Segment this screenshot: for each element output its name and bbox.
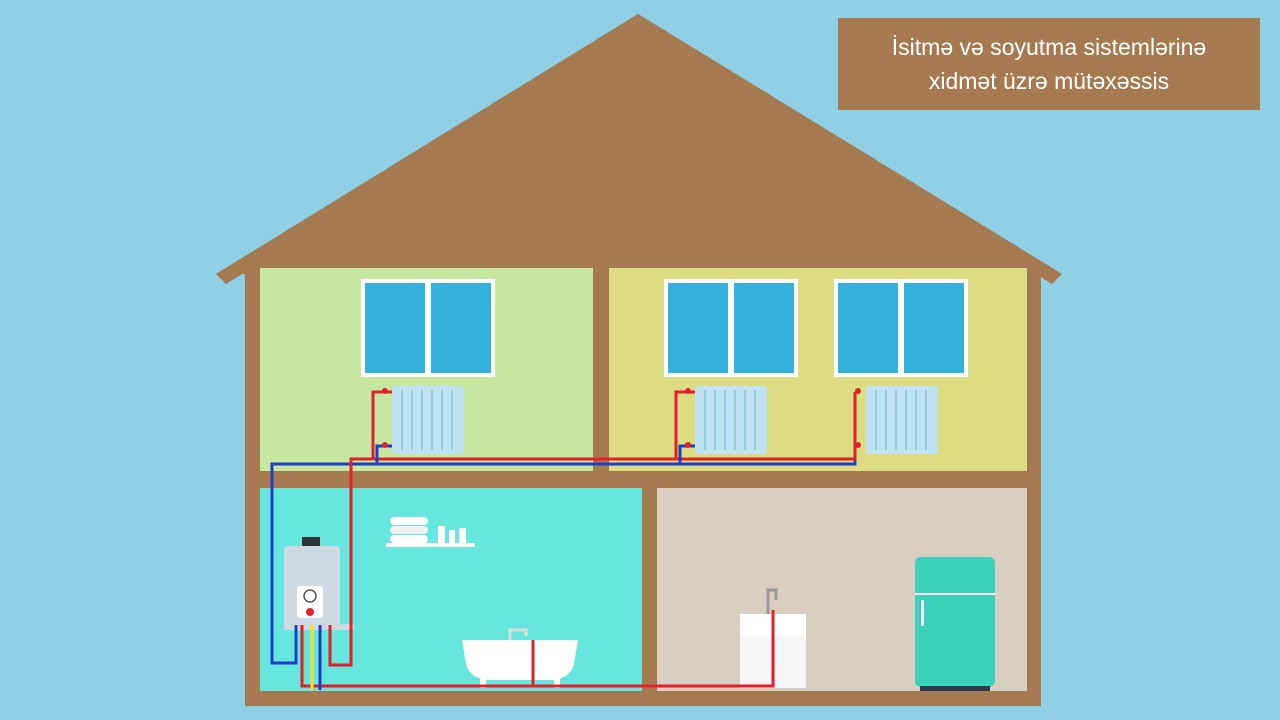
- towel-shelf-icon: [386, 517, 475, 547]
- radiator-icon: [392, 386, 464, 454]
- heating-pipes: [270, 390, 857, 690]
- fridge-icon: [915, 557, 995, 691]
- window-icon: [834, 279, 968, 377]
- radiator-icon: [695, 386, 767, 454]
- roof-fill: [216, 14, 1062, 274]
- title-line-1: İsitmə və soyutma sistemlərinə: [891, 34, 1207, 60]
- cold-return-pipe: [270, 446, 857, 665]
- bathtub-icon: [462, 628, 578, 688]
- window-icon: [361, 279, 495, 377]
- floor-hot-pipe: [300, 610, 775, 688]
- radiator-icon: [866, 386, 938, 454]
- valve-icons: [382, 388, 861, 448]
- window-icon: [664, 279, 798, 377]
- title-line-2: xidmət üzrə mütəxəssis: [928, 68, 1170, 94]
- title-box: İsitmə və soyutma sistemlərinə xidmət üz…: [838, 18, 1260, 110]
- hot-supply-pipe: [328, 392, 857, 667]
